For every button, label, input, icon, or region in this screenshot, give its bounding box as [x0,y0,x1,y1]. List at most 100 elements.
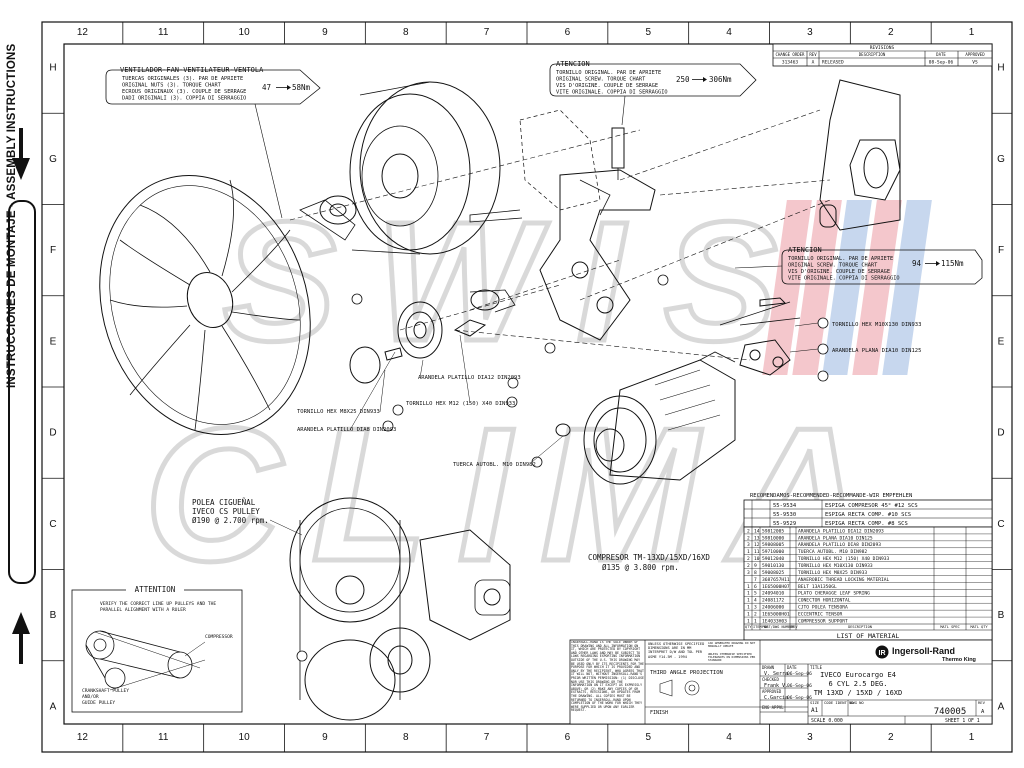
column-label-4-bottom: 4 [726,732,732,743]
row-label-D-right: D [997,428,1004,439]
compressor-line1: COMPRESOR TM-13XD/15XD/16XD [588,553,710,562]
fan-note-line4: DADI ORIGINALI (3). COPPIA DI SERRAGGIO [122,96,246,102]
side-arrow-up-icon [12,612,30,664]
fan-torque-from: 47 [262,83,271,92]
bom-row-10-col-2: 5 [754,591,757,597]
column-label-1-bottom: 1 [969,732,975,743]
title-line2: 6 CYL 2.5 DEG. [828,680,887,688]
column-label-9-top: 9 [322,27,328,38]
drawn-label: DRAWN [762,665,775,670]
bom-row-11-col-1: 1 [747,598,750,604]
bom-row-4-col-3: 59710000 [762,549,784,555]
explode-lines [289,109,831,361]
bom-row-8-col-2: 7 [754,577,757,583]
attention-crank3: GUIDE PULLEY [82,700,115,706]
rev-date: 08-Sep-06 [929,60,954,66]
row-label-A-left: A [50,701,57,712]
rev-header-date: DATE [936,52,946,57]
bom-row-7-col-2: 8 [754,570,757,576]
fan-torque-to: 58Nm [292,83,311,92]
unless-note: UNLESS OTHERWISE SPECIFIED TOLERANCES ON… [708,653,756,663]
logo-text: Ingersoll-Rand [892,646,955,656]
callout-c7: TUERCA AUTOBL. M10 DIN982 [453,462,536,468]
crank-pulley-assembly [289,497,511,721]
rev-header-change: CHANGE ORDER [776,52,805,57]
atencion-right-note: ATENCION TORNILLO ORIGINAL. PAR DE APRIE… [734,246,983,285]
callout-c2: ARANDELA PLANA DIA10 DIN125 [832,348,921,354]
atencion-right-line1: TORNILLO ORIGINAL. PAR DE APRIETE [788,256,893,262]
bom-row-3-col-3: 59808005 [762,542,784,548]
bom-row-6-col-2: 9 [754,563,757,569]
column-label-5-top: 5 [645,27,651,38]
bom-row-11-col-2: 4 [754,598,757,604]
column-label-8-top: 8 [403,27,409,38]
atencion-right-line2: ORIGINAL SCREW. TORQUE CHART [788,263,878,269]
drawn-by: V. Serra [764,671,788,677]
rev-value: A [981,709,985,715]
tolerance-note: UNLESS OTHERWISE SPECIFIED DIMENSIONS AR… [648,642,705,659]
cad-note: CAD GENERATED DRAWING DO NOT MANUALLY UP… [708,642,756,649]
code-label: CODE IDENT NO [824,700,854,705]
title-label: TITLE [810,665,823,670]
bom-row-6-col-5: TORNILLO HEX M10X130 DIN933 [798,563,873,569]
callout-c1: TORNILLO HEX M10X130 DIN933 [832,322,921,328]
atencion-top-torque-from: 250 [676,75,690,84]
dwg-label: DWG NO [850,700,864,705]
idler-and-tensioner [349,289,801,384]
column-label-4-top: 4 [726,27,732,38]
bom-row-3-col-2: 12 [754,542,760,548]
bom-row-4-col-5: TUERCA AUTOBL. M10 DIN982 [798,549,867,555]
atencion-right-title: ATENCION [788,246,822,254]
approved-date: 06-Sep-06 [787,695,812,701]
atencion-right-line4: VITE ORIGINALE. COPPIA DI SERRAGGIO [788,276,900,282]
checked-date: 06-Sep-06 [787,683,812,689]
bom-row-9-col-3: 1E65000H07 [762,584,790,590]
atencion-top-line4: VITE ORIGINALE. COPPIA DI SERRAGGIO [556,90,668,96]
atencion-right-torque-from: 94 [912,259,922,268]
title-line1: IVECO Eurocargo E4 [820,671,896,679]
column-label-10-top: 10 [239,27,251,38]
fan-assembly [99,175,311,435]
checked-by: Frank V. [764,683,788,689]
fan-note-line1: TUERCAS ORIGINALES (3). PAR DE APRIETE [122,76,243,82]
fan-note-line3: ECROUS ORIGINAUX (3). COUPLE DE SERRAGE [122,89,246,95]
watermark-line1: SWIS [223,187,817,377]
bom-header-desc: DESCRIPTION [848,625,872,629]
revisions-title: REVISIONS [870,45,895,51]
row-label-D-left: D [49,428,56,439]
bom-row-8-col-5: ANAEROBIC THREAD LOCKING MATERIAL [798,577,890,583]
title-line3: TM 13XD / 15XD / 16XD [814,689,903,697]
bom-row-7-col-1: 3 [747,570,750,576]
recommended-title: RECOMENDAMOS-RECOMMENDED-RECOMMANDE-WIR … [750,493,912,499]
bom-row-6-col-3: 59010130 [762,563,784,569]
bom-row-1-col-1: 2 [747,528,750,534]
projection-label: THIRD ANGLE PROJECTION [650,670,723,676]
rev-header-desc: DESCRIPTION [859,52,886,57]
side-arrow-down-icon [12,128,30,180]
row-label-H-right: H [997,63,1004,74]
column-label-12-bottom: 12 [77,732,89,743]
projection-symbol-icon [659,679,700,697]
logo-sub: Thermo King [942,657,976,663]
revisions-table: REVISIONS CHANGE ORDER REV DESCRIPTION D… [772,43,993,67]
bracket-assembly [469,109,656,341]
date-label: DATE [787,665,797,670]
compressor [555,351,736,485]
row-label-E-left: E [50,336,57,347]
row-label-G-right: G [997,154,1005,165]
rec-2-part: 55-9530 [773,512,796,518]
fan-torque-note: VENTILADOR-FAN-VENTILATEUR-VENTOLA TUERC… [105,66,321,219]
attention-crank1: CRANKSHAFT PULLEY [82,688,129,694]
column-label-6-top: 6 [565,27,571,38]
bom-row-10-col-1: 1 [747,591,750,597]
bom-row-1-col-2: 14 [754,528,760,534]
rev-letter: A [812,60,815,66]
column-label-1-top: 1 [969,27,975,38]
side-label-frame [8,200,36,584]
column-label-2-top: 2 [888,27,894,38]
attention-compressor: COMPRESSOR [205,634,233,640]
bom-row-13-col-1: 1 [747,611,750,617]
bom-row-10-col-5: PLATO CHERAGGE LEAF SPRING [798,591,870,597]
